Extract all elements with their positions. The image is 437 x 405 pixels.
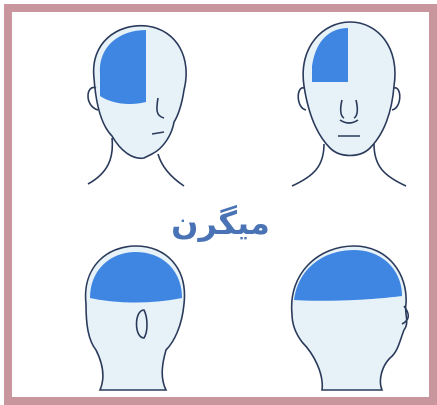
- head-front-figure: [284, 16, 414, 191]
- head-side-figure: [278, 234, 418, 394]
- head-back-figure: [70, 234, 200, 394]
- head-three-quarter-figure: [72, 18, 202, 188]
- diagram-frame: میگرن: [4, 4, 437, 405]
- diagram-title: میگرن: [12, 204, 429, 242]
